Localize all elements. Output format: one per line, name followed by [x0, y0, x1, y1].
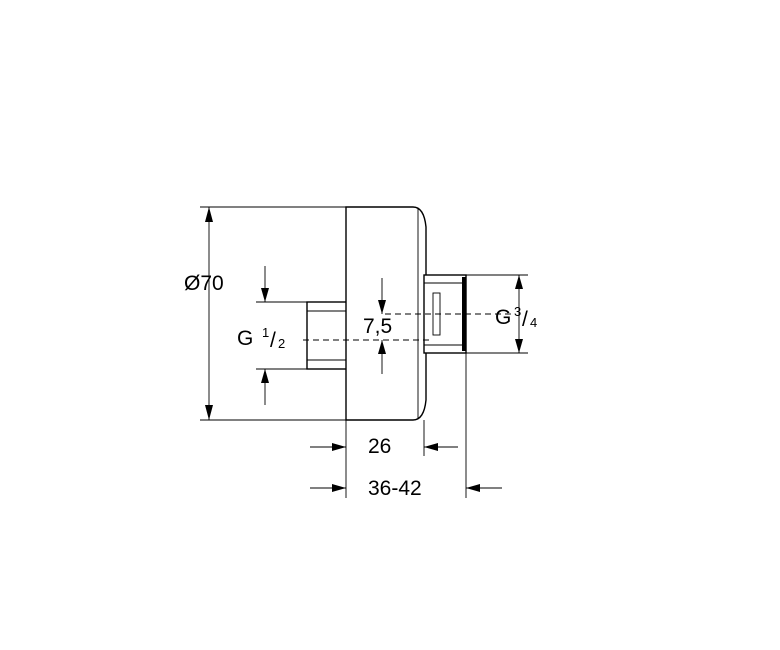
- inlet-thread-prefix: G: [237, 327, 253, 350]
- inlet-thread-slash: /: [270, 329, 276, 352]
- flange-body: [345, 206, 427, 421]
- outlet-thread-numerator: 3: [514, 304, 521, 319]
- diameter-dimension: Ø70: [184, 206, 346, 421]
- outlet-thread-dimension: G 3 / 4: [466, 274, 537, 354]
- diameter-label: Ø70: [184, 272, 224, 295]
- total-depth-label: 36-42: [368, 477, 422, 500]
- outlet-thread-prefix: G: [495, 306, 511, 329]
- offset-dimension: 7,5: [363, 278, 392, 374]
- body-depth-dimension: 26: [310, 420, 458, 498]
- outlet-thread-denominator: 4: [530, 315, 537, 330]
- inlet-pipe: [306, 301, 350, 370]
- inlet-thread-numerator: 1: [262, 325, 269, 340]
- inlet-thread-denominator: 2: [278, 336, 285, 351]
- body-depth-label: 26: [368, 435, 391, 458]
- outlet-thread-slash: /: [522, 308, 528, 331]
- offset-label: 7,5: [363, 315, 392, 338]
- total-depth-dimension: 36-42: [310, 353, 502, 500]
- inlet-thread-dimension: G 1 / 2: [237, 266, 310, 405]
